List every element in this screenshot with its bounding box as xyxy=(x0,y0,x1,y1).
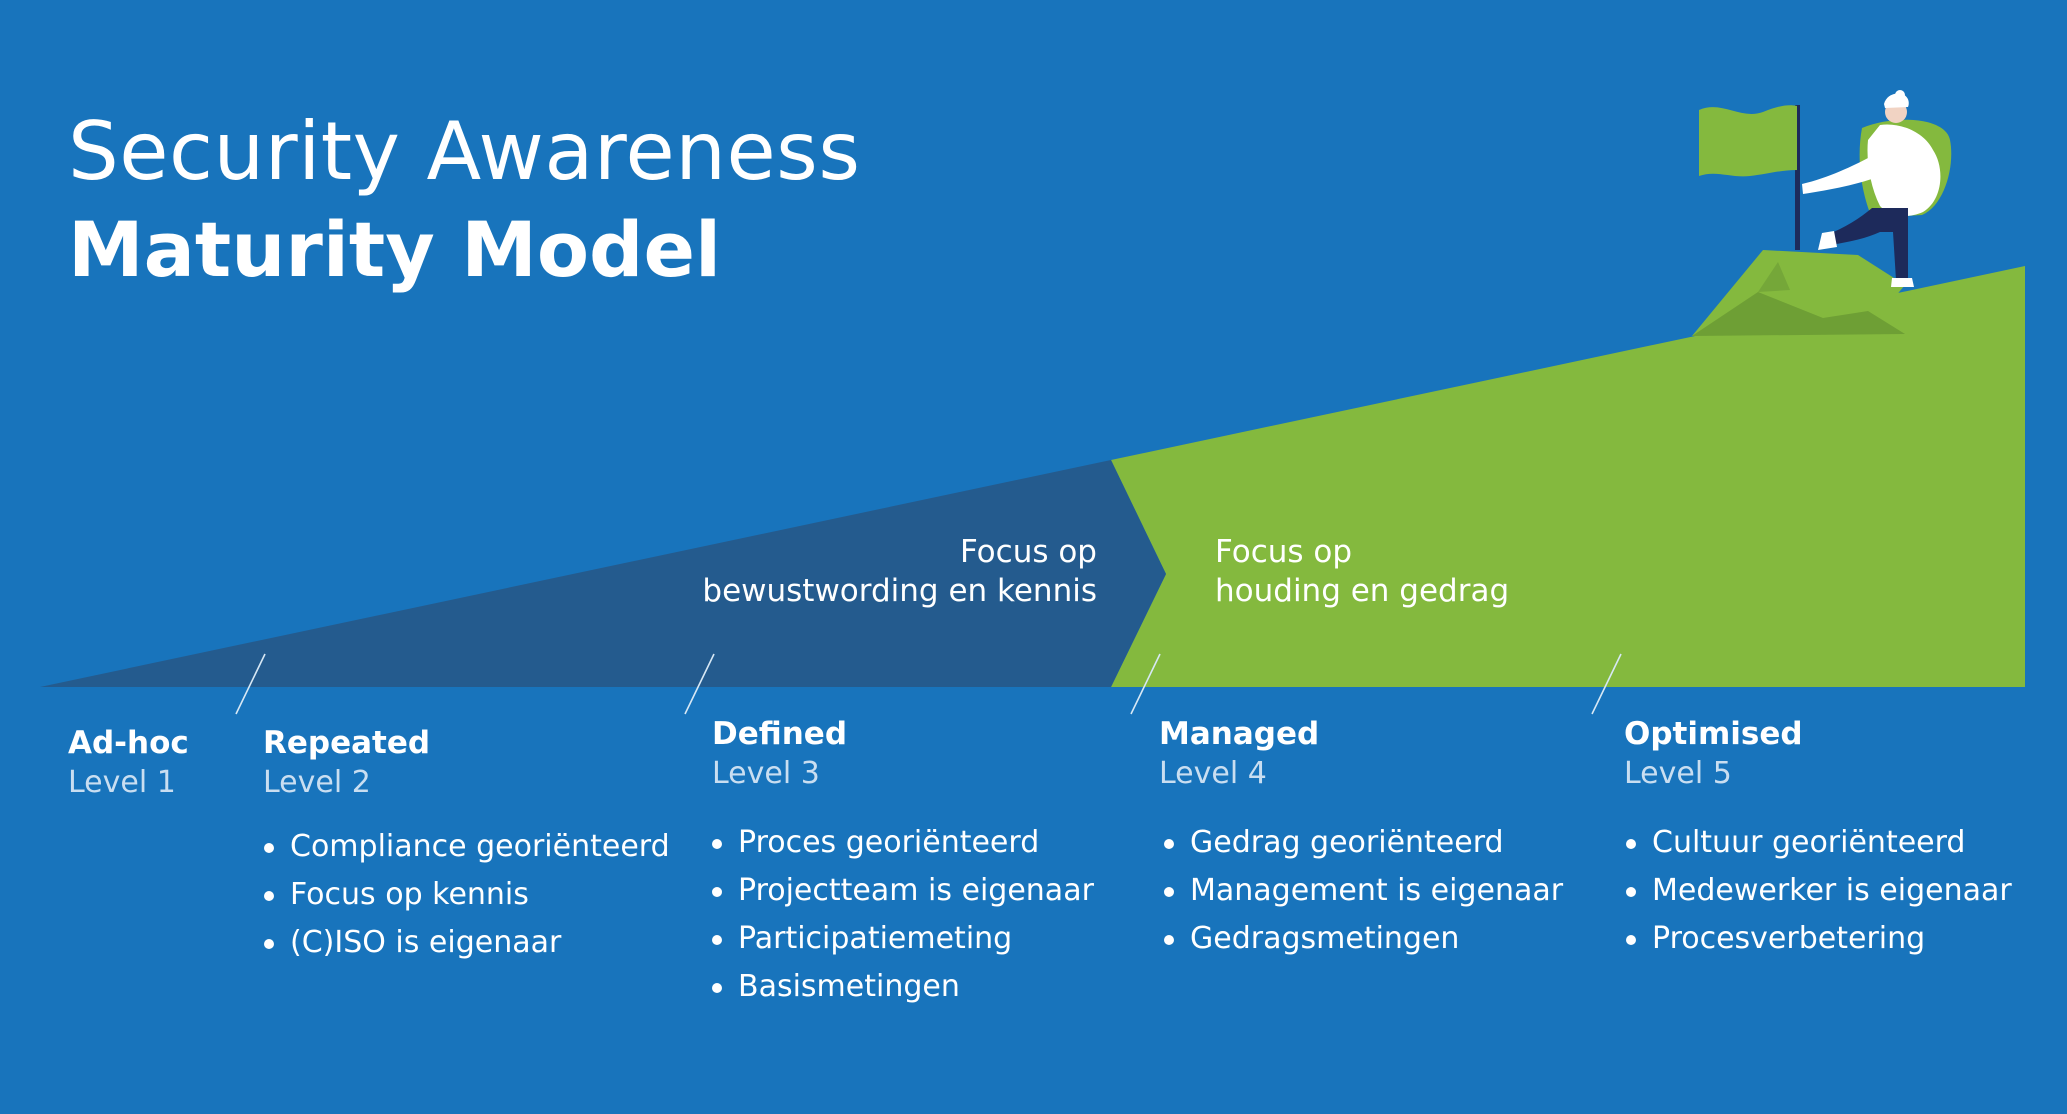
list-item: Procesverbetering xyxy=(1624,915,2012,963)
level-3-name: Defined xyxy=(712,716,848,752)
tick-level-5 xyxy=(1591,653,1622,715)
focus-awareness-line-1: Focus op xyxy=(959,534,1097,570)
flag-icon xyxy=(1699,105,1800,250)
tick-level-4 xyxy=(1130,653,1161,715)
list-item: Projectteam is eigenaar xyxy=(710,867,1094,915)
tick-level-3 xyxy=(684,653,715,715)
focus-awareness-label: Focus op bewustwording en kennis xyxy=(702,533,1097,611)
level-4-name: Managed xyxy=(1159,716,1320,752)
level-1-header: Ad-hoc Level 1 xyxy=(68,723,189,803)
list-item: Management is eigenaar xyxy=(1162,867,1563,915)
rock-summit xyxy=(1692,250,1905,336)
list-item: Cultuur georiënteerd xyxy=(1624,819,2012,867)
focus-awareness-line-2: bewustwording en kennis xyxy=(702,573,1097,609)
focus-behaviour-line-2: houding en gedrag xyxy=(1215,573,1510,609)
level-4-number: Level 4 xyxy=(1159,756,1267,791)
hiker-illustration xyxy=(1802,90,1952,287)
level-5-number: Level 5 xyxy=(1624,756,1732,791)
level-1-name: Ad-hoc xyxy=(68,725,189,761)
level-1-number: Level 1 xyxy=(68,765,176,800)
list-item: Gedragsmetingen xyxy=(1162,915,1563,963)
list-item: Participatiemeting xyxy=(710,915,1094,963)
level-4-header: Managed Level 4 xyxy=(1159,714,1319,794)
level-2-name: Repeated xyxy=(263,725,431,761)
level-4-list: Gedrag georiënteerd Management is eigena… xyxy=(1162,819,1563,963)
title-line-2: Maturity Model xyxy=(68,205,722,294)
level-2-number: Level 2 xyxy=(263,765,371,800)
tick-level-2 xyxy=(235,653,266,715)
green-slope xyxy=(1111,266,2025,687)
list-item: Proces georiënteerd xyxy=(710,819,1094,867)
level-5-list: Cultuur georiënteerd Medewerker is eigen… xyxy=(1624,819,2012,963)
list-item: Focus op kennis xyxy=(262,871,670,919)
focus-behaviour-line-1: Focus op xyxy=(1215,534,1353,570)
level-2-list: Compliance georiënteerd Focus op kennis … xyxy=(262,823,670,967)
list-item: Gedrag georiënteerd xyxy=(1162,819,1563,867)
list-item: Basismetingen xyxy=(710,963,1094,1011)
list-item: Compliance georiënteerd xyxy=(262,823,670,871)
list-item: (C)ISO is eigenaar xyxy=(262,919,670,967)
level-5-name: Optimised xyxy=(1624,716,1803,752)
level-3-number: Level 3 xyxy=(712,756,820,791)
list-item: Medewerker is eigenaar xyxy=(1624,867,2012,915)
level-5-header: Optimised Level 5 xyxy=(1624,714,1803,794)
level-2-header: Repeated Level 2 xyxy=(263,723,430,803)
level-3-list: Proces georiënteerd Projectteam is eigen… xyxy=(710,819,1094,1011)
focus-behaviour-label: Focus op houding en gedrag xyxy=(1215,533,1509,611)
dark-wedge xyxy=(40,460,1166,687)
level-3-header: Defined Level 3 xyxy=(712,714,847,794)
title-line-1: Security Awareness xyxy=(68,105,861,198)
